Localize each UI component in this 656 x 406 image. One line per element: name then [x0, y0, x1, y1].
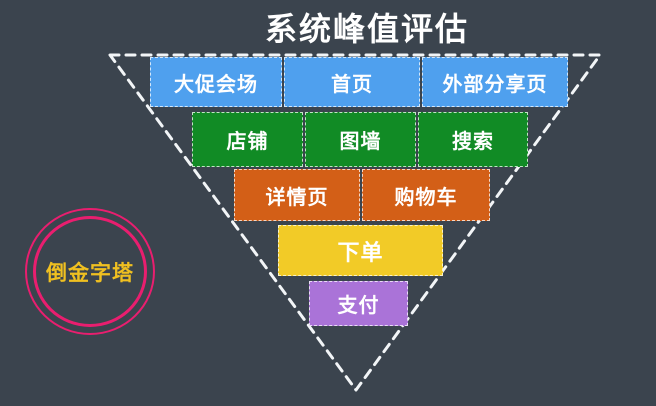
- funnel-node-payment: 支付: [309, 281, 408, 326]
- funnel-level-3: 详情页 购物车: [234, 169, 490, 221]
- funnel-level-1: 大促会场 首页 外部分享页: [150, 57, 568, 107]
- funnel-node-cart: 购物车: [362, 169, 490, 221]
- funnel-node-place-order: 下单: [278, 225, 443, 276]
- inverted-pyramid-badge: 倒金字塔: [25, 208, 155, 335]
- page-title: 系统峰值评估: [264, 11, 470, 47]
- funnel-node-detail-page: 详情页: [234, 169, 360, 221]
- badge-label: 倒金字塔: [46, 261, 134, 285]
- funnel-level-2: 店铺 图墙 搜索: [192, 112, 528, 167]
- badge-inner-ring: 倒金字塔: [33, 216, 147, 327]
- funnel-node-homepage: 首页: [284, 57, 420, 107]
- funnel-level-5: 支付: [309, 281, 408, 326]
- funnel-node-shop: 店铺: [192, 112, 303, 167]
- funnel-node-external-share: 外部分享页: [422, 57, 568, 107]
- funnel-node-search: 搜索: [418, 112, 528, 167]
- funnel-level-4: 下单: [278, 225, 443, 276]
- funnel-node-image-wall: 图墙: [305, 112, 416, 167]
- funnel-node-promo-venue: 大促会场: [150, 57, 282, 107]
